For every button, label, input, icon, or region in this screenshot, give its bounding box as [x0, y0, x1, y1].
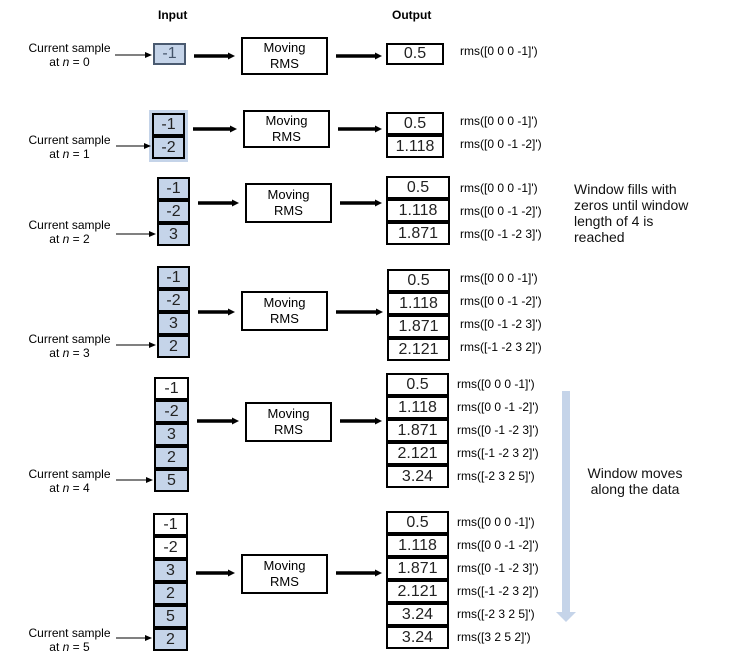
output-value-cell: 1.871: [386, 222, 450, 245]
input-sample-cell: 2: [154, 446, 189, 469]
input-sample-cell: 5: [153, 605, 188, 628]
input-sample-cell: -1: [157, 266, 190, 289]
output-value-cell: 3.24: [386, 603, 449, 626]
rms-expression: rms([-1 -2 3 2]'): [457, 584, 539, 598]
output-value-cell: 0.5: [386, 373, 449, 396]
current-sample-arrow: [116, 143, 151, 149]
current-sample-arrow: [116, 635, 152, 641]
current-sample-arrow: [116, 231, 156, 237]
rms-expression: rms([0 0 -1 -2]'): [460, 137, 542, 151]
input-sample-cell: 3: [153, 559, 188, 582]
rms-expression: rms([-1 -2 3 2]'): [460, 340, 542, 354]
input-sample-cell: -2: [153, 536, 188, 559]
block-to-output-arrow: [338, 125, 382, 133]
current-sample-arrow: [116, 342, 156, 348]
input-sample-cell: -2: [157, 289, 190, 312]
rms-expression: rms([0 0 -1 -2]'): [457, 400, 539, 414]
block-to-output-arrow: [340, 199, 382, 207]
output-value-cell: 0.5: [386, 511, 449, 534]
input-sample-cell: 2: [153, 628, 188, 651]
rms-expression: rms([-1 -2 3 2]'): [457, 446, 539, 460]
input-sample-cell: 2: [157, 335, 190, 358]
rms-expression: rms([0 -1 -2 3]'): [460, 317, 542, 331]
output-value-cell: 1.118: [386, 534, 449, 557]
input-sample-cell: -2: [157, 200, 190, 223]
output-value-cell: 0.5: [386, 43, 444, 65]
rms-expression: rms([0 0 0 -1]'): [457, 515, 535, 529]
input-header: Input: [158, 8, 188, 22]
input-to-block-arrow: [196, 569, 235, 577]
rms-expression: rms([0 0 0 -1]'): [457, 377, 535, 391]
rms-expression: rms([0 0 -1 -2]'): [460, 294, 542, 308]
current-sample-arrow: [116, 477, 153, 483]
output-value-cell: 1.871: [387, 315, 450, 338]
rms-expression: rms([0 0 0 -1]'): [460, 114, 538, 128]
rms-expression: rms([0 0 -1 -2]'): [460, 204, 542, 218]
output-value-cell: 2.121: [387, 338, 450, 361]
window-fill-note: Window fills with zeros until window len…: [574, 181, 689, 245]
input-sample-cell: -1: [157, 177, 190, 200]
block-to-output-arrow: [336, 308, 383, 316]
block-to-output-arrow: [336, 52, 382, 60]
input-sample-cell: -1: [152, 113, 185, 136]
output-value-cell: 0.5: [387, 269, 450, 292]
rms-expression: rms([0 -1 -2 3]'): [460, 227, 542, 241]
output-value-cell: 1.118: [386, 135, 444, 158]
output-value-cell: 1.871: [386, 419, 449, 442]
block-to-output-arrow: [340, 417, 382, 425]
input-sample-cell: -1: [154, 377, 189, 400]
output-value-cell: 2.121: [386, 580, 449, 603]
input-sample-cell: -1: [153, 513, 188, 536]
input-sample-cell: 3: [154, 423, 189, 446]
output-value-cell: 1.118: [386, 199, 450, 222]
input-sample-cell: -2: [154, 400, 189, 423]
input-to-block-arrow: [198, 308, 235, 316]
window-moves-note: Window moves along the data: [587, 465, 683, 497]
output-value-cell: 1.118: [386, 396, 449, 419]
input-to-block-arrow: [194, 52, 235, 60]
rms-expression: rms([0 0 0 -1]'): [460, 181, 538, 195]
input-sample-cell: 5: [154, 469, 189, 492]
block-to-output-arrow: [336, 569, 382, 577]
rms-expression: rms([-2 3 2 5]'): [457, 469, 535, 483]
rms-expression: rms([0 -1 -2 3]'): [457, 423, 539, 437]
current-sample-arrow: [115, 52, 152, 58]
input-sample-cell: 3: [157, 312, 190, 335]
rms-expression: rms([0 0 0 -1]'): [460, 271, 538, 285]
output-value-cell: 0.5: [386, 112, 444, 135]
rms-expression: rms([0 -1 -2 3]'): [457, 561, 539, 575]
output-header: Output: [392, 8, 432, 22]
input-sample-cell: 2: [153, 582, 188, 605]
output-value-cell: 1.118: [387, 292, 450, 315]
input-sample-cell: -2: [152, 136, 185, 159]
rms-expression: rms([-2 3 2 5]'): [457, 607, 535, 621]
rms-expression: rms([0 0 0 -1]'): [460, 44, 538, 58]
rms-expression: rms([0 0 -1 -2]'): [457, 538, 539, 552]
output-value-cell: 3.24: [386, 626, 449, 649]
output-value-cell: 0.5: [386, 176, 450, 199]
input-to-block-arrow: [197, 417, 239, 425]
rms-expression: rms([3 2 5 2]'): [457, 630, 531, 644]
input-sample-cell: -1: [153, 43, 186, 65]
input-to-block-arrow: [198, 199, 239, 207]
output-value-cell: 2.121: [386, 442, 449, 465]
input-to-block-arrow: [193, 125, 237, 133]
output-value-cell: 1.871: [386, 557, 449, 580]
input-sample-cell: 3: [157, 223, 190, 246]
output-value-cell: 3.24: [386, 465, 449, 488]
